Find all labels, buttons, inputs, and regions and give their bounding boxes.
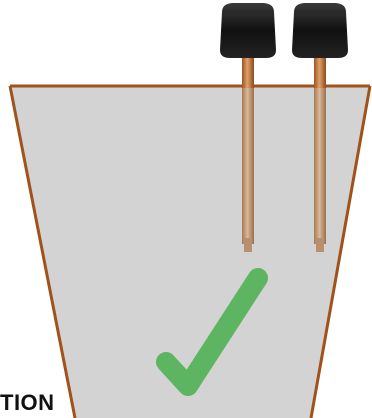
checkmark-icon: [156, 268, 268, 396]
container-body: [10, 86, 370, 418]
caption-text: TION: [0, 390, 55, 415]
probe-rod-upper: [242, 56, 254, 88]
probe-rod-lower: [314, 88, 326, 244]
probe-rod-upper: [314, 56, 326, 88]
container-left-wall: [8, 85, 77, 418]
electrode-probe-left: [220, 3, 276, 252]
probe-cap: [292, 3, 348, 58]
probe-tip: [316, 238, 324, 252]
probe-cap: [220, 3, 276, 58]
container-right-wall: [309, 85, 372, 418]
probe-tip: [244, 238, 252, 252]
probe-rod-lower: [242, 88, 254, 244]
electrode-probe-right: [292, 3, 348, 252]
